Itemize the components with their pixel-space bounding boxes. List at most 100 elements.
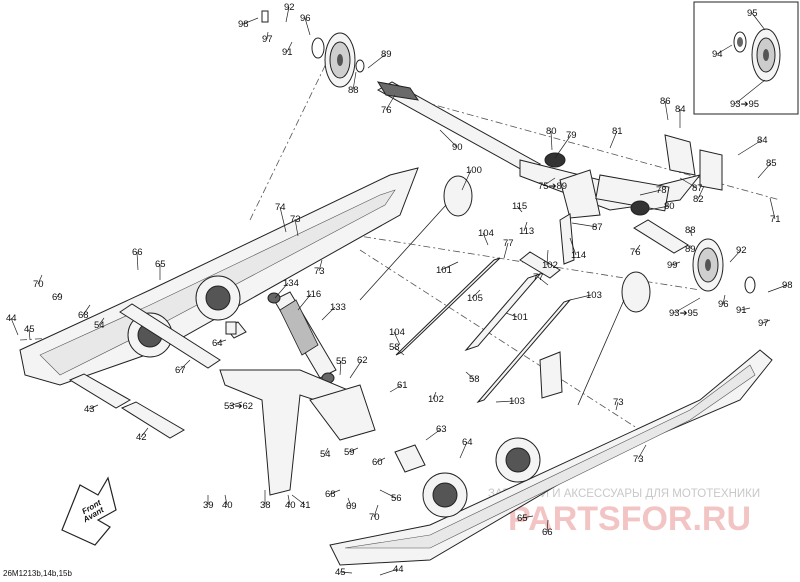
callout-43: 43 — [84, 404, 95, 415]
leader-line — [98, 317, 105, 326]
callout-90: 90 — [452, 142, 463, 153]
callout-102: 102 — [542, 260, 558, 271]
leader-line — [425, 428, 442, 441]
callout-96: 96 — [300, 13, 311, 24]
callout-53-62: 53➔62 — [224, 401, 253, 412]
leader-line — [459, 441, 468, 459]
callout-73: 73 — [314, 266, 325, 277]
inset-idler-wheel — [733, 28, 781, 82]
leader-line — [439, 129, 458, 148]
callout-63: 63 — [436, 424, 447, 435]
callout-81: 81 — [612, 126, 623, 137]
right-rail-wheels — [422, 437, 541, 518]
leader-line — [56, 292, 61, 298]
leader-line — [615, 401, 619, 411]
leader-line — [521, 515, 534, 519]
callout-85: 85 — [766, 158, 777, 169]
leader-line — [751, 12, 766, 31]
leader-line — [609, 130, 618, 149]
leader-line — [393, 346, 405, 356]
leader-line — [740, 307, 751, 311]
leader-line — [389, 384, 403, 393]
leader-line — [274, 282, 289, 299]
callout-102: 102 — [428, 394, 444, 405]
leader-line — [279, 206, 287, 233]
leader-line — [339, 360, 342, 376]
callout-68: 68 — [325, 489, 336, 500]
callout-59: 59 — [344, 447, 355, 458]
leader-line — [224, 494, 228, 506]
leader-line — [432, 391, 437, 400]
callout-68: 68 — [78, 310, 89, 321]
leader-line — [729, 249, 742, 263]
callout-40: 40 — [285, 500, 296, 511]
leader-line — [673, 297, 701, 314]
leader-line — [440, 261, 459, 271]
callout-89: 89 — [685, 244, 696, 255]
leader-line — [393, 331, 401, 346]
leader-line — [767, 284, 788, 293]
leader-line — [304, 17, 311, 36]
callout-101: 101 — [512, 312, 528, 323]
callout-69: 69 — [346, 501, 357, 512]
callout-77: 77 — [503, 238, 514, 249]
leader-line — [37, 274, 43, 285]
leader-line — [179, 359, 191, 371]
callout-97: 97 — [758, 318, 769, 329]
callout-97: 97 — [262, 34, 273, 45]
callout-58: 58 — [389, 342, 400, 353]
callout-54: 54 — [320, 449, 331, 460]
callout-69: 69 — [52, 292, 63, 303]
rear-axle-assembly — [519, 134, 723, 219]
leader-line — [571, 222, 598, 228]
callout-114: 114 — [571, 250, 586, 261]
callout-45: 45 — [24, 324, 35, 335]
leader-line — [349, 359, 363, 379]
callout-95: 95 — [747, 8, 758, 19]
leader-line — [471, 289, 481, 299]
leader-line — [28, 328, 31, 341]
leader-line — [347, 497, 352, 507]
leader-line — [762, 319, 771, 324]
callout-84: 84 — [757, 135, 768, 146]
leader-line — [297, 293, 312, 311]
cross-shafts — [68, 303, 247, 439]
callout-65: 65 — [517, 513, 528, 524]
leader-line — [554, 134, 572, 159]
callout-87: 87 — [592, 222, 603, 233]
leader-line — [318, 259, 323, 272]
leader-line — [266, 31, 269, 40]
leader-line — [679, 177, 698, 189]
leader-line — [379, 568, 399, 576]
leader-line — [542, 177, 556, 187]
callout-74: 74 — [275, 202, 286, 213]
front-direction-indicator: Front Avant — [61, 476, 117, 546]
callout-88: 88 — [685, 225, 696, 236]
leader-line — [569, 237, 577, 256]
leader-line — [285, 6, 290, 23]
callout-115: 115 — [512, 201, 527, 212]
leader-line — [140, 427, 149, 438]
watermark: PARTSFOR.RU ЗАПЧАСТИ И АКСЕССУАРЫ ДЛЯ МО… — [488, 488, 760, 538]
leader-line — [537, 276, 549, 286]
leader-line — [228, 401, 243, 407]
callout-66: 66 — [542, 527, 553, 538]
callout-84: 84 — [675, 104, 686, 115]
leader-line — [482, 232, 489, 246]
leader-line — [352, 71, 357, 91]
callout-42: 42 — [136, 432, 147, 443]
leader-line — [461, 169, 472, 191]
callout-66: 66 — [132, 247, 143, 258]
leader-line — [639, 189, 662, 196]
callout-104: 104 — [478, 228, 494, 239]
callout-103: 103 — [586, 290, 602, 301]
callout-75-89: 75➔89 — [538, 181, 567, 192]
callout-116: 116 — [306, 289, 321, 300]
left-rail-wheels — [127, 275, 241, 358]
callout-71: 71 — [770, 214, 781, 225]
callout-103: 103 — [509, 396, 525, 407]
leader-line — [465, 371, 475, 380]
leader-line — [546, 519, 549, 533]
callout-76: 76 — [381, 105, 392, 116]
